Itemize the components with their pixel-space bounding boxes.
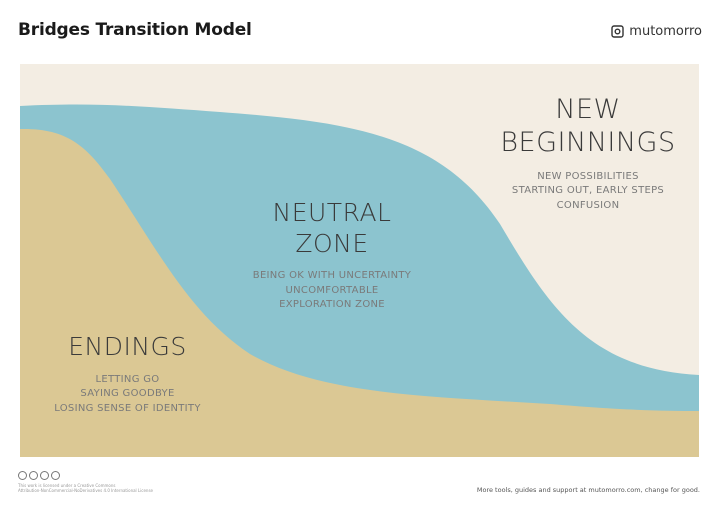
stage-item: EXPLORATION ZONE (279, 299, 385, 310)
stage-item: BEING OK WITH UNCERTAINTY (252, 270, 412, 281)
creative-commons-icon (18, 471, 153, 480)
stage-item: SAYING GOODBYE (80, 388, 175, 399)
stage-item: LETTING GO (95, 373, 160, 385)
stage-items: NEW POSSIBILITIES STARTING OUT, EARLY ST… (488, 170, 688, 214)
diagram-curves (20, 64, 699, 457)
stage-item: UNCOMFORTABLE (285, 284, 379, 296)
stage-items: BEING OK WITH UNCERTAINTY UNCOMFORTABLE … (242, 269, 422, 313)
license-line: This work is licensed under a Creative C… (18, 483, 116, 488)
stage-item: NEW POSSIBILITIES (537, 170, 639, 182)
brand[interactable]: mutomorro (611, 24, 702, 39)
brand-name: mutomorro (629, 24, 702, 39)
transition-diagram: ENDINGS LETTING GO SAYING GOODBYE LOSING… (20, 64, 699, 457)
stage-title: ENDINGS (68, 332, 187, 361)
brand-logo-icon (611, 25, 624, 38)
stage-neutral-zone: NEUTRAL ZONE BEING OK WITH UNCERTAINTY U… (242, 198, 422, 313)
license-notice: This work is licensed under a Creative C… (18, 471, 153, 493)
footer-tagline[interactable]: More tools, guides and support at mutomo… (476, 486, 700, 494)
stage-new-beginnings: NEW BEGINNINGS NEW POSSIBILITIES STARTIN… (488, 94, 688, 213)
stage-item: STARTING OUT, EARLY STEPS (511, 185, 665, 197)
license-line: Attribution-NonCommercial-NoDerivatives … (18, 488, 154, 494)
stage-title: NEUTRAL ZONE (272, 198, 392, 258)
page-title: Bridges Transition Model (18, 20, 252, 40)
stage-title: NEW BEGINNINGS (500, 94, 676, 158)
endings-area (20, 128, 699, 457)
stage-item: LOSING SENSE OF IDENTITY (54, 402, 201, 414)
stage-item: CONFUSION (556, 199, 620, 211)
stage-endings: ENDINGS LETTING GO SAYING GOODBYE LOSING… (40, 332, 215, 416)
stage-items: LETTING GO SAYING GOODBYE LOSING SENSE O… (40, 373, 215, 417)
